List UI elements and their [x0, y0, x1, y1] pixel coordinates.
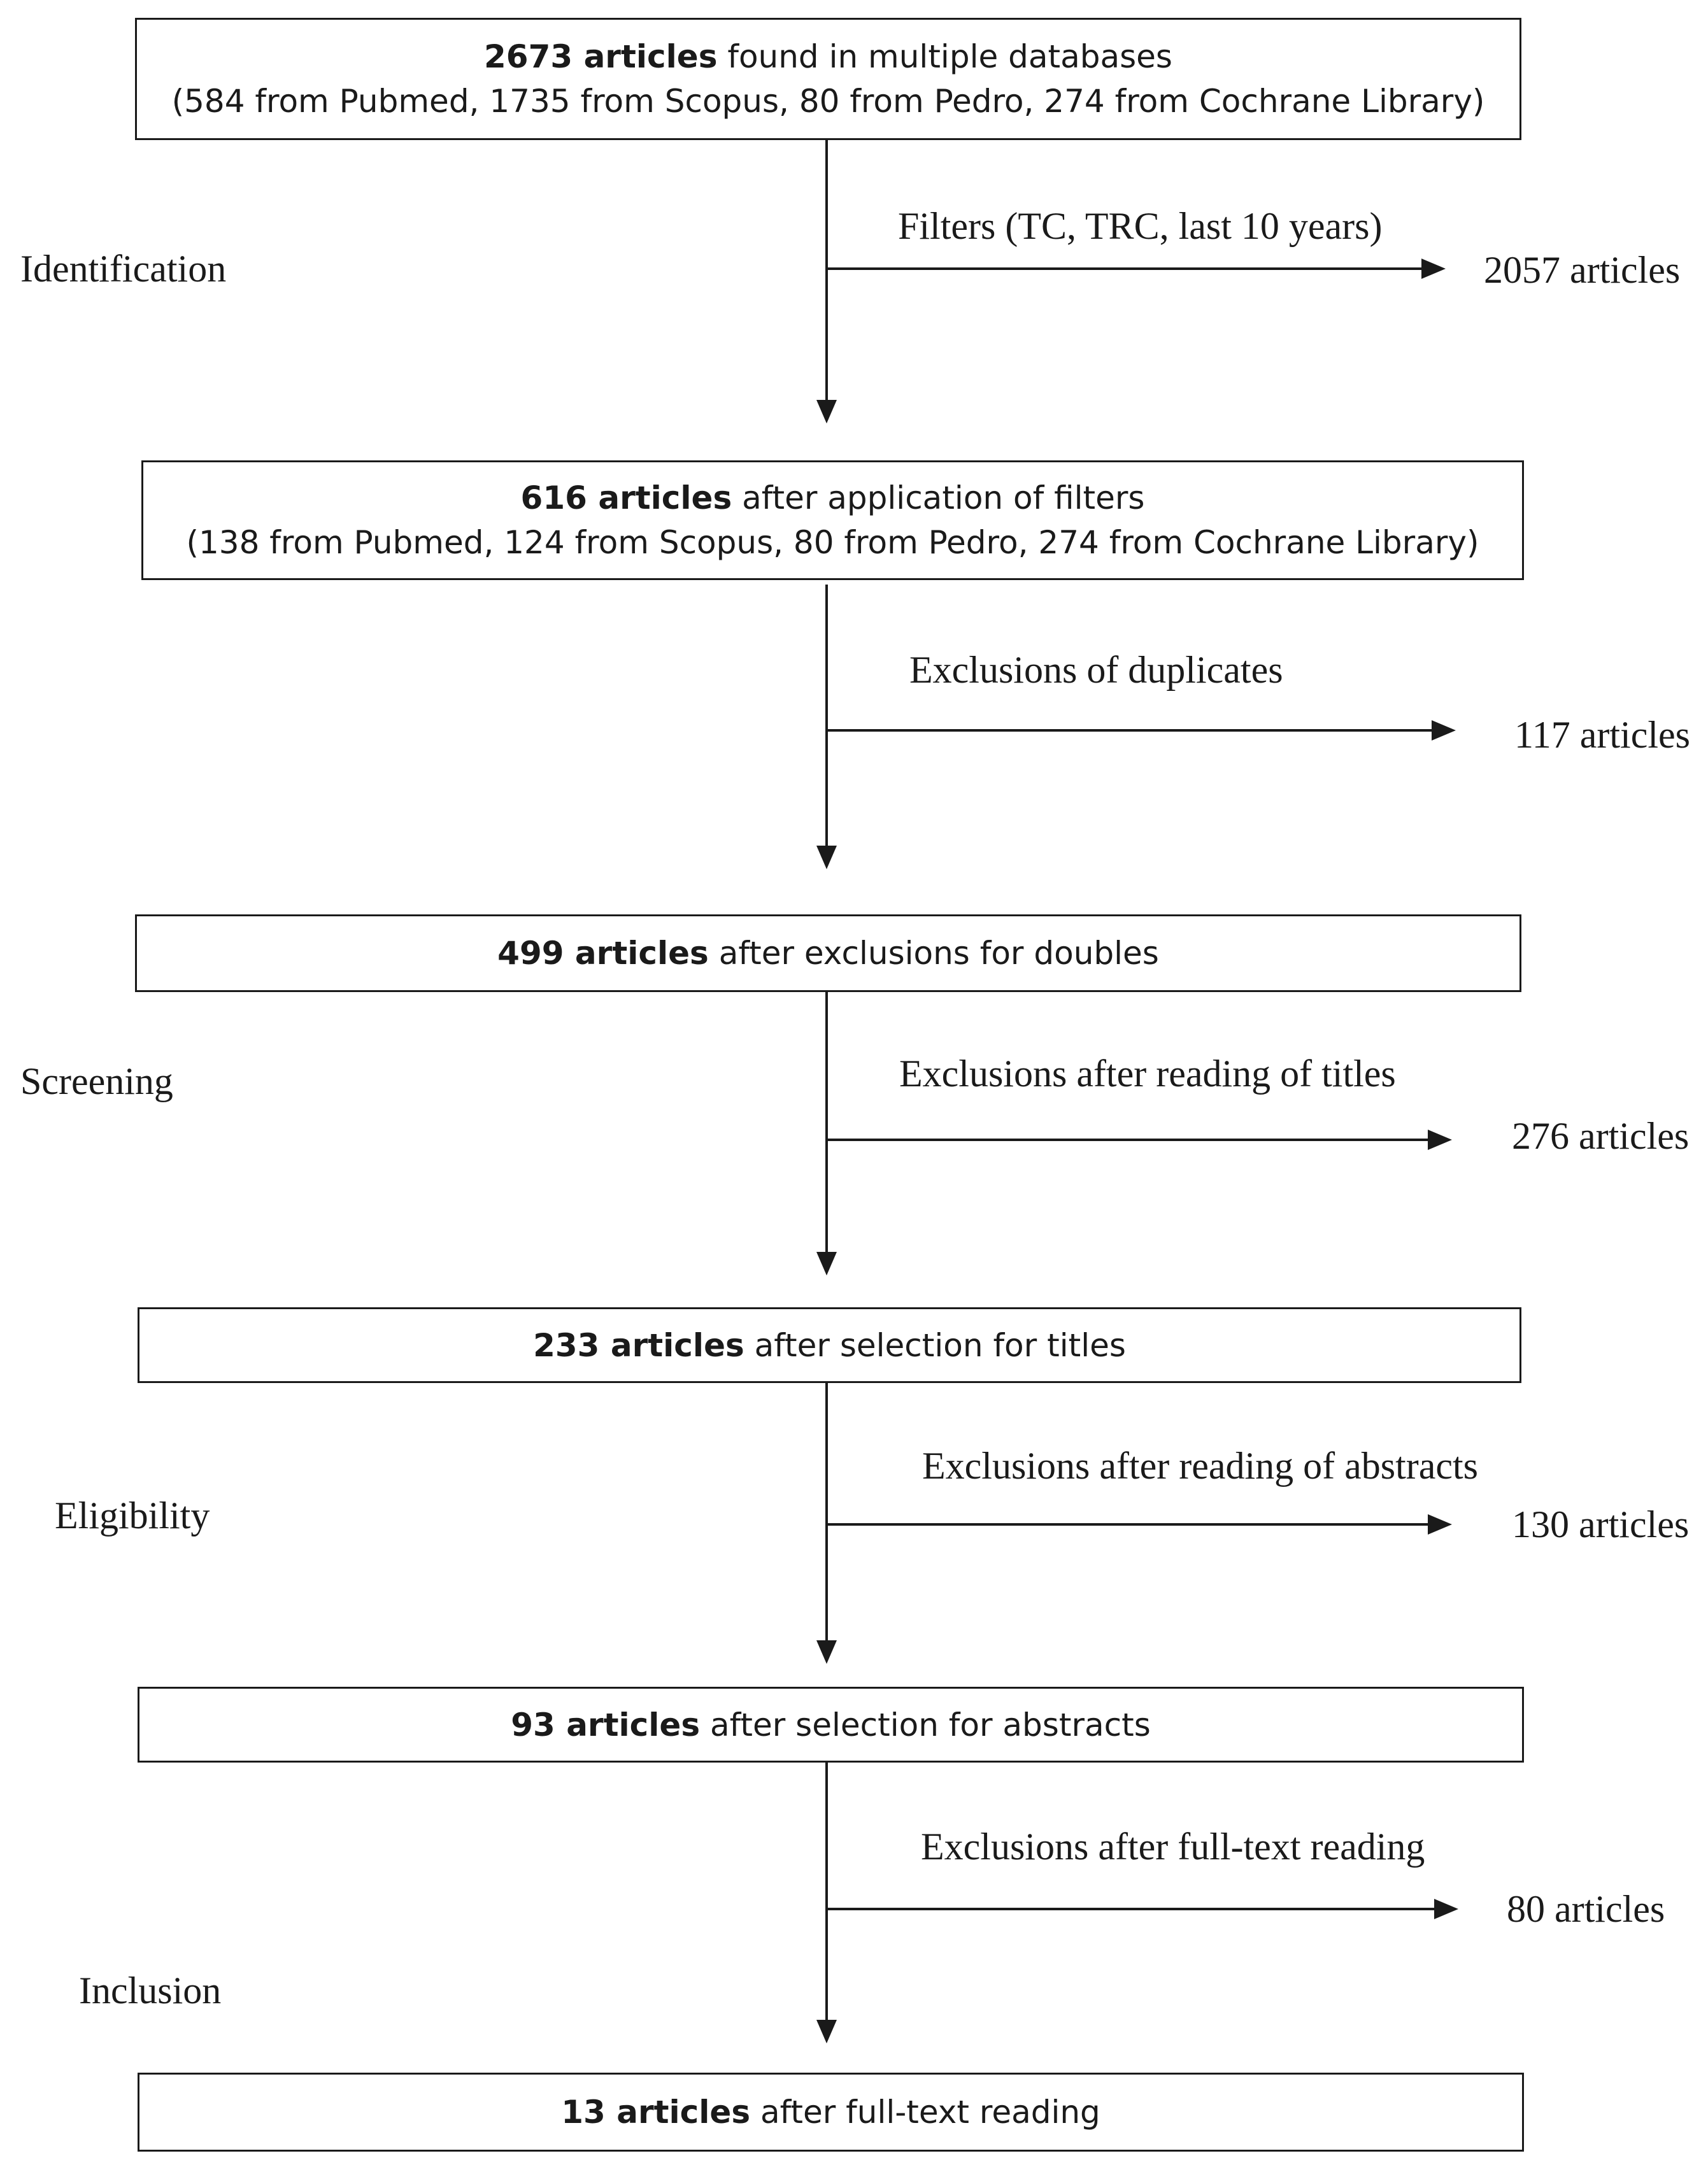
- exclusion-label: Exclusions after reading of abstracts: [922, 1445, 1479, 1487]
- box-line-1: 499 articles after exclusions for double…: [497, 931, 1159, 976]
- box-count: 616 articles: [520, 479, 732, 516]
- box-count: 2673 articles: [484, 38, 718, 75]
- box-text: after exclusions for doubles: [708, 935, 1159, 972]
- right-arrowhead-5: [1434, 1899, 1458, 1919]
- box-text: after application of filters: [732, 479, 1145, 516]
- box-count: 233 articles: [533, 1326, 744, 1364]
- stage-label-inclusion: Inclusion: [79, 1970, 222, 2012]
- box-after-fulltext: 13 articles after full-text reading: [138, 2073, 1524, 2152]
- box-after-titles: 233 articles after selection for titles: [138, 1307, 1521, 1383]
- box-line-1: 233 articles after selection for titles: [533, 1323, 1126, 1368]
- exclusion-count: 276 articles: [1512, 1115, 1690, 1157]
- exclusion-label: Exclusions after reading of titles: [899, 1053, 1396, 1095]
- stage-label-identification: Identification: [20, 248, 227, 290]
- down-arrowhead-4: [816, 1640, 837, 1664]
- box-text: found in multiple databases: [717, 38, 1172, 75]
- box-line-1: 93 articles after selection for abstract…: [511, 1703, 1151, 1747]
- exclusion-label: Exclusions of duplicates: [909, 649, 1283, 691]
- box-sublabel: (584 from Pubmed, 1735 from Scopus, 80 f…: [171, 83, 1485, 120]
- exclusion-count: 80 articles: [1507, 1888, 1665, 1930]
- box-text: after full-text reading: [750, 2094, 1100, 2131]
- box-count: 93 articles: [511, 1706, 701, 1743]
- down-arrowhead-3: [816, 1252, 837, 1275]
- box-articles-found: 2673 articles found in multiple database…: [135, 18, 1521, 140]
- right-arrowhead-3: [1428, 1130, 1452, 1150]
- box-text: after selection for titles: [744, 1326, 1126, 1364]
- box-line-1: 13 articles after full-text reading: [561, 2090, 1100, 2134]
- box-text: after selection for abstracts: [700, 1706, 1151, 1743]
- down-arrowhead-1: [816, 400, 837, 423]
- stage-label-eligibility: Eligibility: [55, 1494, 210, 1537]
- stage-label-screening: Screening: [20, 1060, 173, 1102]
- down-arrowhead-2: [816, 846, 837, 869]
- box-line-1: 616 articles after application of filter…: [521, 476, 1145, 520]
- box-count: 499 articles: [497, 935, 709, 972]
- right-arrowhead-1: [1421, 259, 1446, 279]
- right-arrowhead-2: [1432, 720, 1456, 741]
- exclusion-count: 117 articles: [1514, 714, 1691, 756]
- box-after-duplicates: 499 articles after exclusions for double…: [135, 914, 1521, 992]
- exclusion-label: Filters (TC, TRC, last 10 years): [898, 205, 1383, 247]
- exclusion-count: 2057 articles: [1484, 249, 1681, 291]
- box-after-abstracts: 93 articles after selection for abstract…: [138, 1687, 1524, 1763]
- exclusion-label: Exclusions after full-text reading: [921, 1826, 1425, 1868]
- box-sublabel: (138 from Pubmed, 124 from Scopus, 80 fr…: [186, 524, 1479, 561]
- box-line-1: 2673 articles found in multiple database…: [484, 34, 1172, 79]
- box-after-filters: 616 articles after application of filter…: [141, 460, 1524, 580]
- box-count: 13 articles: [561, 2094, 751, 2131]
- exclusion-count: 130 articles: [1512, 1503, 1690, 1545]
- down-arrowhead-5: [816, 2020, 837, 2043]
- right-arrowhead-4: [1428, 1514, 1452, 1535]
